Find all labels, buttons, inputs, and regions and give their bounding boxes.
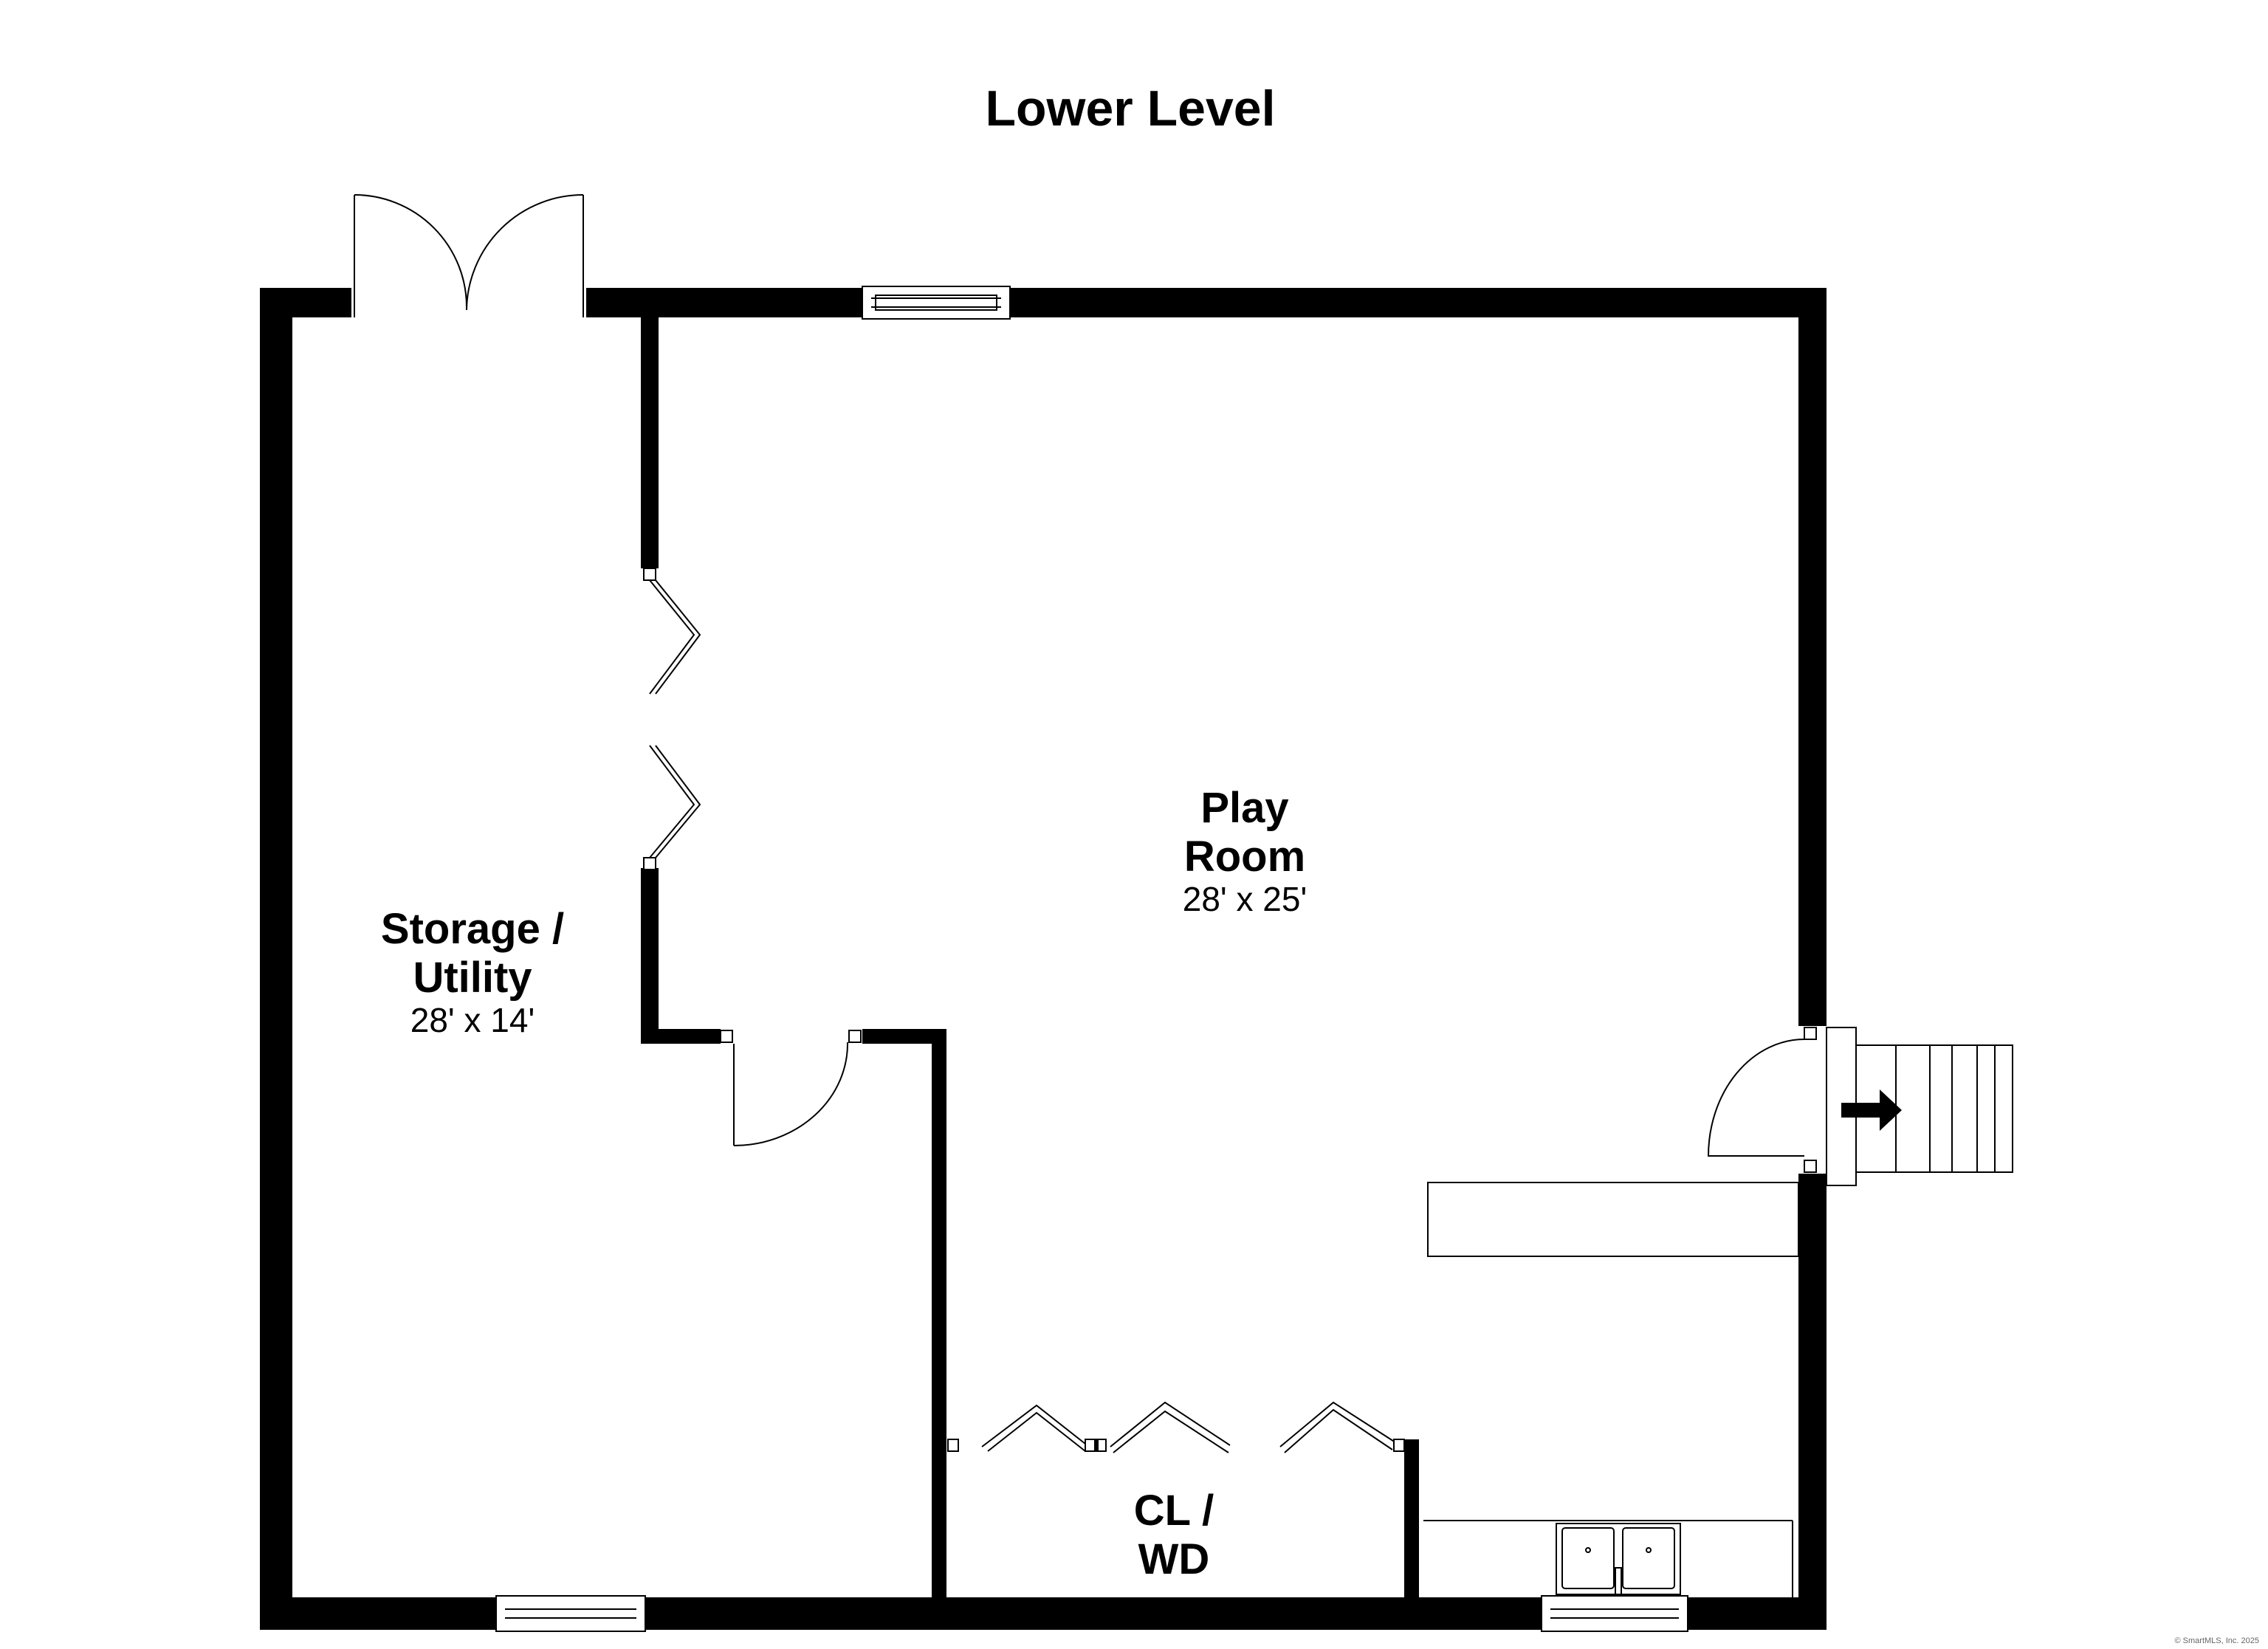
wall-bottom-1 [260,1597,496,1630]
wall-right-lower [1798,1174,1827,1630]
floor-title: Lower Level [985,80,1275,137]
room-label-play-room: Play Room 28' x 25' [1183,784,1307,918]
wall-interior-stub-2 [862,1029,946,1044]
room-name: Room [1184,833,1305,881]
wall-interior-upper [641,317,659,568]
wall-left [260,288,292,1630]
room-name: Play [1200,784,1288,832]
interior-walls [641,317,1419,1599]
window-icon [495,1595,646,1632]
room-label-storage-utility: Storage / Utility 28' x 14' [381,905,564,1039]
room-name: Storage / [381,905,564,953]
wall-bottom-2 [645,1597,1542,1630]
double-door-icon [354,194,584,317]
wall-interior-lower [641,868,659,1035]
wall-closet-right [1404,1439,1419,1599]
bifold-door-icon [947,1401,1405,1453]
window-icon [862,286,1011,320]
wall-closet-left [932,1029,946,1599]
wall-interior-stub [641,1029,721,1044]
swing-door-icon [720,1030,862,1146]
copyright-text: © SmartMLS, Inc. 2025 [2175,1636,2260,1645]
double-sink-icon [1423,1520,1793,1597]
room-name: WD [1138,1535,1210,1583]
arrow-right-icon [1841,1089,1902,1131]
room-dimensions: 28' x 25' [1183,880,1307,918]
bifold-door-icon [643,568,701,870]
exterior-walls [260,288,1827,1630]
room-name: CL / [1134,1487,1214,1535]
wall-top-mid [586,288,862,317]
room-dimensions: 28' x 14' [410,1001,535,1039]
room-name: Utility [413,954,532,1002]
wall-right-upper [1798,288,1827,1026]
swing-door-icon [1707,1027,1817,1173]
wall-top-right [1010,288,1827,317]
counter-shelf [1427,1182,1799,1257]
window-icon [1541,1595,1688,1632]
room-label-closet-wd: CL / WD [1134,1487,1214,1583]
